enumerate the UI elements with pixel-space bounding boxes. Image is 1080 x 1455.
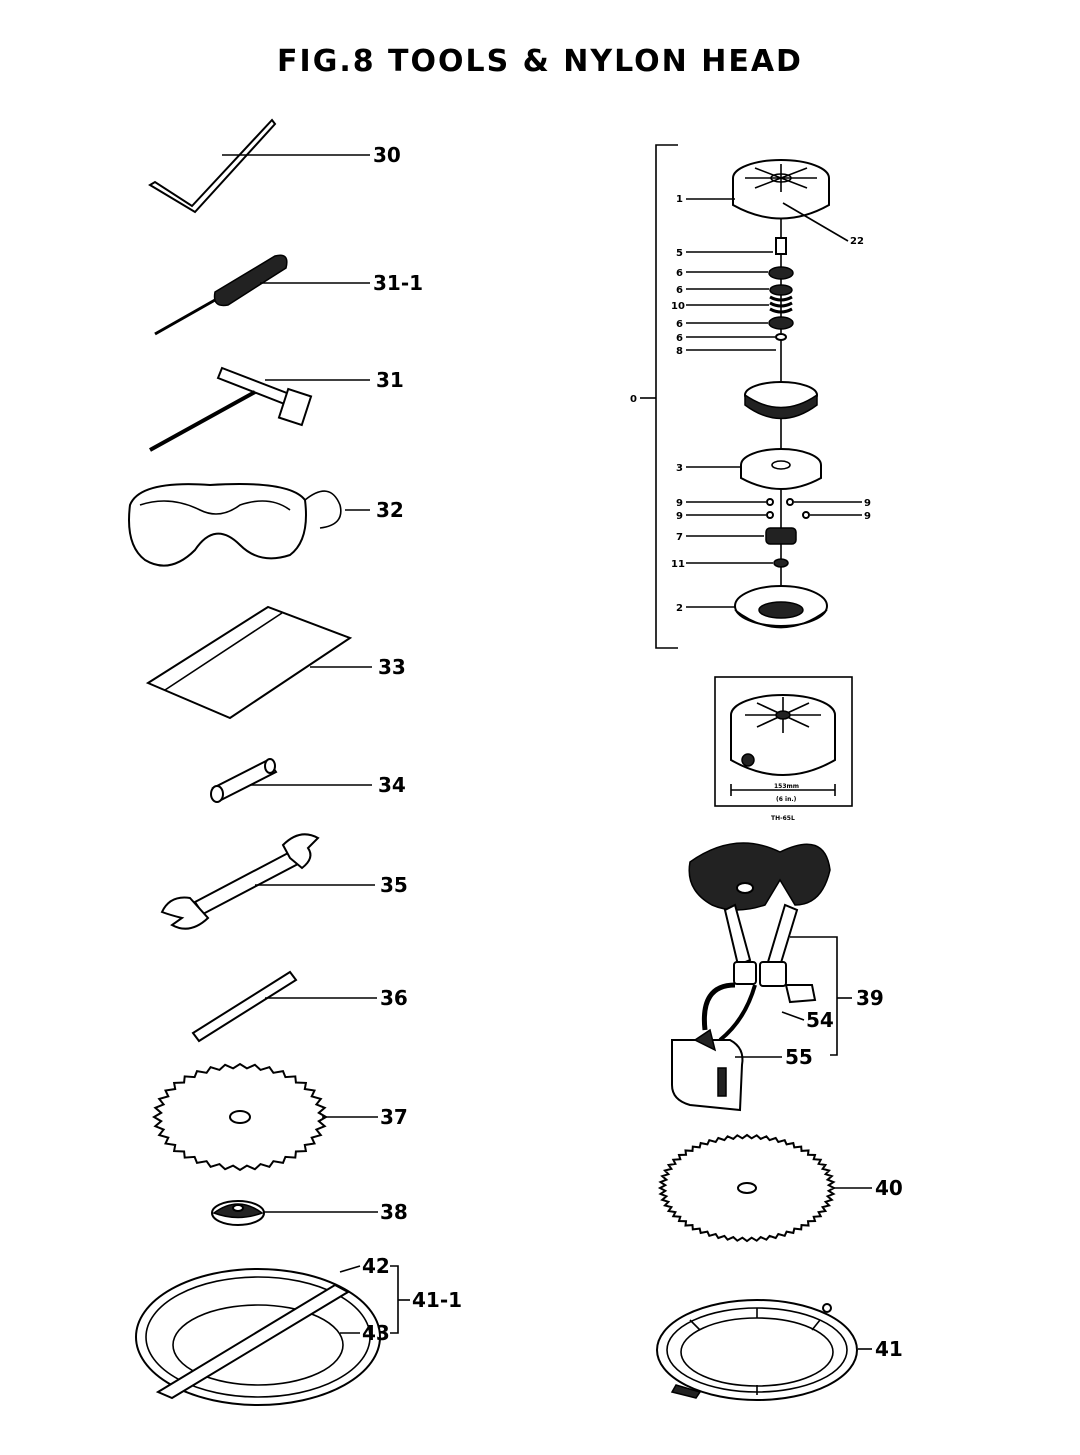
cup-washer-icon <box>211 1200 378 1226</box>
hex-key-icon <box>148 118 370 214</box>
rod-icon <box>191 970 377 1043</box>
label-42: 42 <box>362 1254 390 1278</box>
label-41-1: 41-1 <box>412 1288 462 1312</box>
label-55: 55 <box>785 1045 813 1069</box>
label-head-6b: 6 <box>676 285 683 296</box>
label-head-22: 22 <box>850 236 864 247</box>
label-head-11: 11 <box>671 559 685 570</box>
inset-dimension: 153mm <box>774 783 799 790</box>
nylon-line-reel-icon <box>656 1299 872 1401</box>
box-spanner-icon <box>149 366 370 452</box>
label-head-9a: 9 <box>676 498 683 509</box>
nylon-head-inset <box>714 676 853 807</box>
label-head-6c: 6 <box>676 319 683 330</box>
label-32: 32 <box>376 498 404 522</box>
saw-blade-40-icon <box>657 1133 872 1243</box>
label-head-6a: 6 <box>676 268 683 279</box>
open-end-spanner-icon <box>160 833 375 930</box>
label-head-2: 2 <box>676 603 683 614</box>
label-head-9d: 9 <box>864 511 871 522</box>
label-40: 40 <box>875 1176 903 1200</box>
screwdriver-icon <box>154 254 370 336</box>
label-head-8: 8 <box>676 346 683 357</box>
safety-goggles-icon <box>128 483 370 567</box>
label-43: 43 <box>362 1321 390 1345</box>
saw-blade-37-icon <box>152 1062 378 1172</box>
label-head-0: 0 <box>630 394 637 405</box>
label-head-5: 5 <box>676 248 683 259</box>
label-head-9c: 9 <box>864 498 871 509</box>
label-41: 41 <box>875 1337 903 1361</box>
inset-model: TH-65L <box>771 815 795 822</box>
label-38: 38 <box>380 1200 408 1224</box>
label-31: 31 <box>376 368 404 392</box>
inset-dimension-sub: (6 in.) <box>776 796 797 803</box>
label-head-6d: 6 <box>676 333 683 344</box>
shoulder-harness-icon <box>671 842 852 1112</box>
label-head-9b: 9 <box>676 511 683 522</box>
figure-title: FIG.8 TOOLS & NYLON HEAD <box>277 44 803 79</box>
plug-wrench-icon <box>210 758 372 803</box>
label-37: 37 <box>380 1105 408 1129</box>
label-head-7: 7 <box>676 532 683 543</box>
label-34: 34 <box>378 773 406 797</box>
nylon-line-coil-icon <box>135 1265 410 1406</box>
label-35: 35 <box>380 873 408 897</box>
label-36: 36 <box>380 986 408 1010</box>
nylon-head-exploded-view <box>640 144 862 649</box>
label-31-1: 31-1 <box>373 271 423 295</box>
instruction-bag-icon <box>145 605 372 720</box>
label-39: 39 <box>856 986 884 1010</box>
label-54: 54 <box>806 1008 834 1032</box>
label-30: 30 <box>373 143 401 167</box>
label-head-10: 10 <box>671 301 685 312</box>
label-head-3: 3 <box>676 463 683 474</box>
label-head-1: 1 <box>676 194 683 205</box>
label-33: 33 <box>378 655 406 679</box>
